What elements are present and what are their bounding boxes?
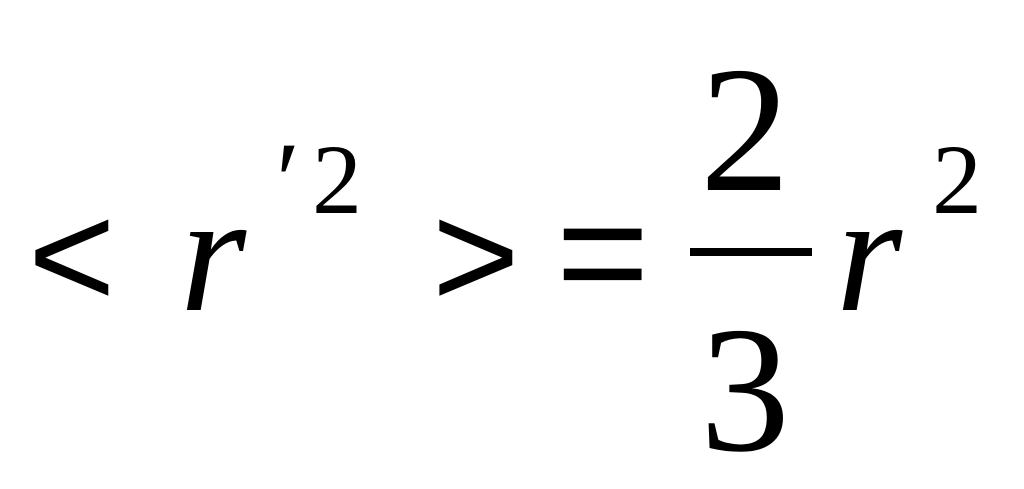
left-angle-bracket: < [28,171,116,339]
fraction-numerator: 2 [700,30,790,229]
fraction-denominator: 3 [700,290,790,489]
exponent-right: 2 [932,124,982,235]
fraction-bar [690,248,812,256]
variable-r-prime: r [180,159,247,347]
equals-sign: = [556,162,650,341]
variable-r: r [836,159,903,347]
prime-mark: ′ [276,120,301,242]
exponent-left: 2 [312,124,362,235]
right-angle-bracket: > [432,171,520,339]
